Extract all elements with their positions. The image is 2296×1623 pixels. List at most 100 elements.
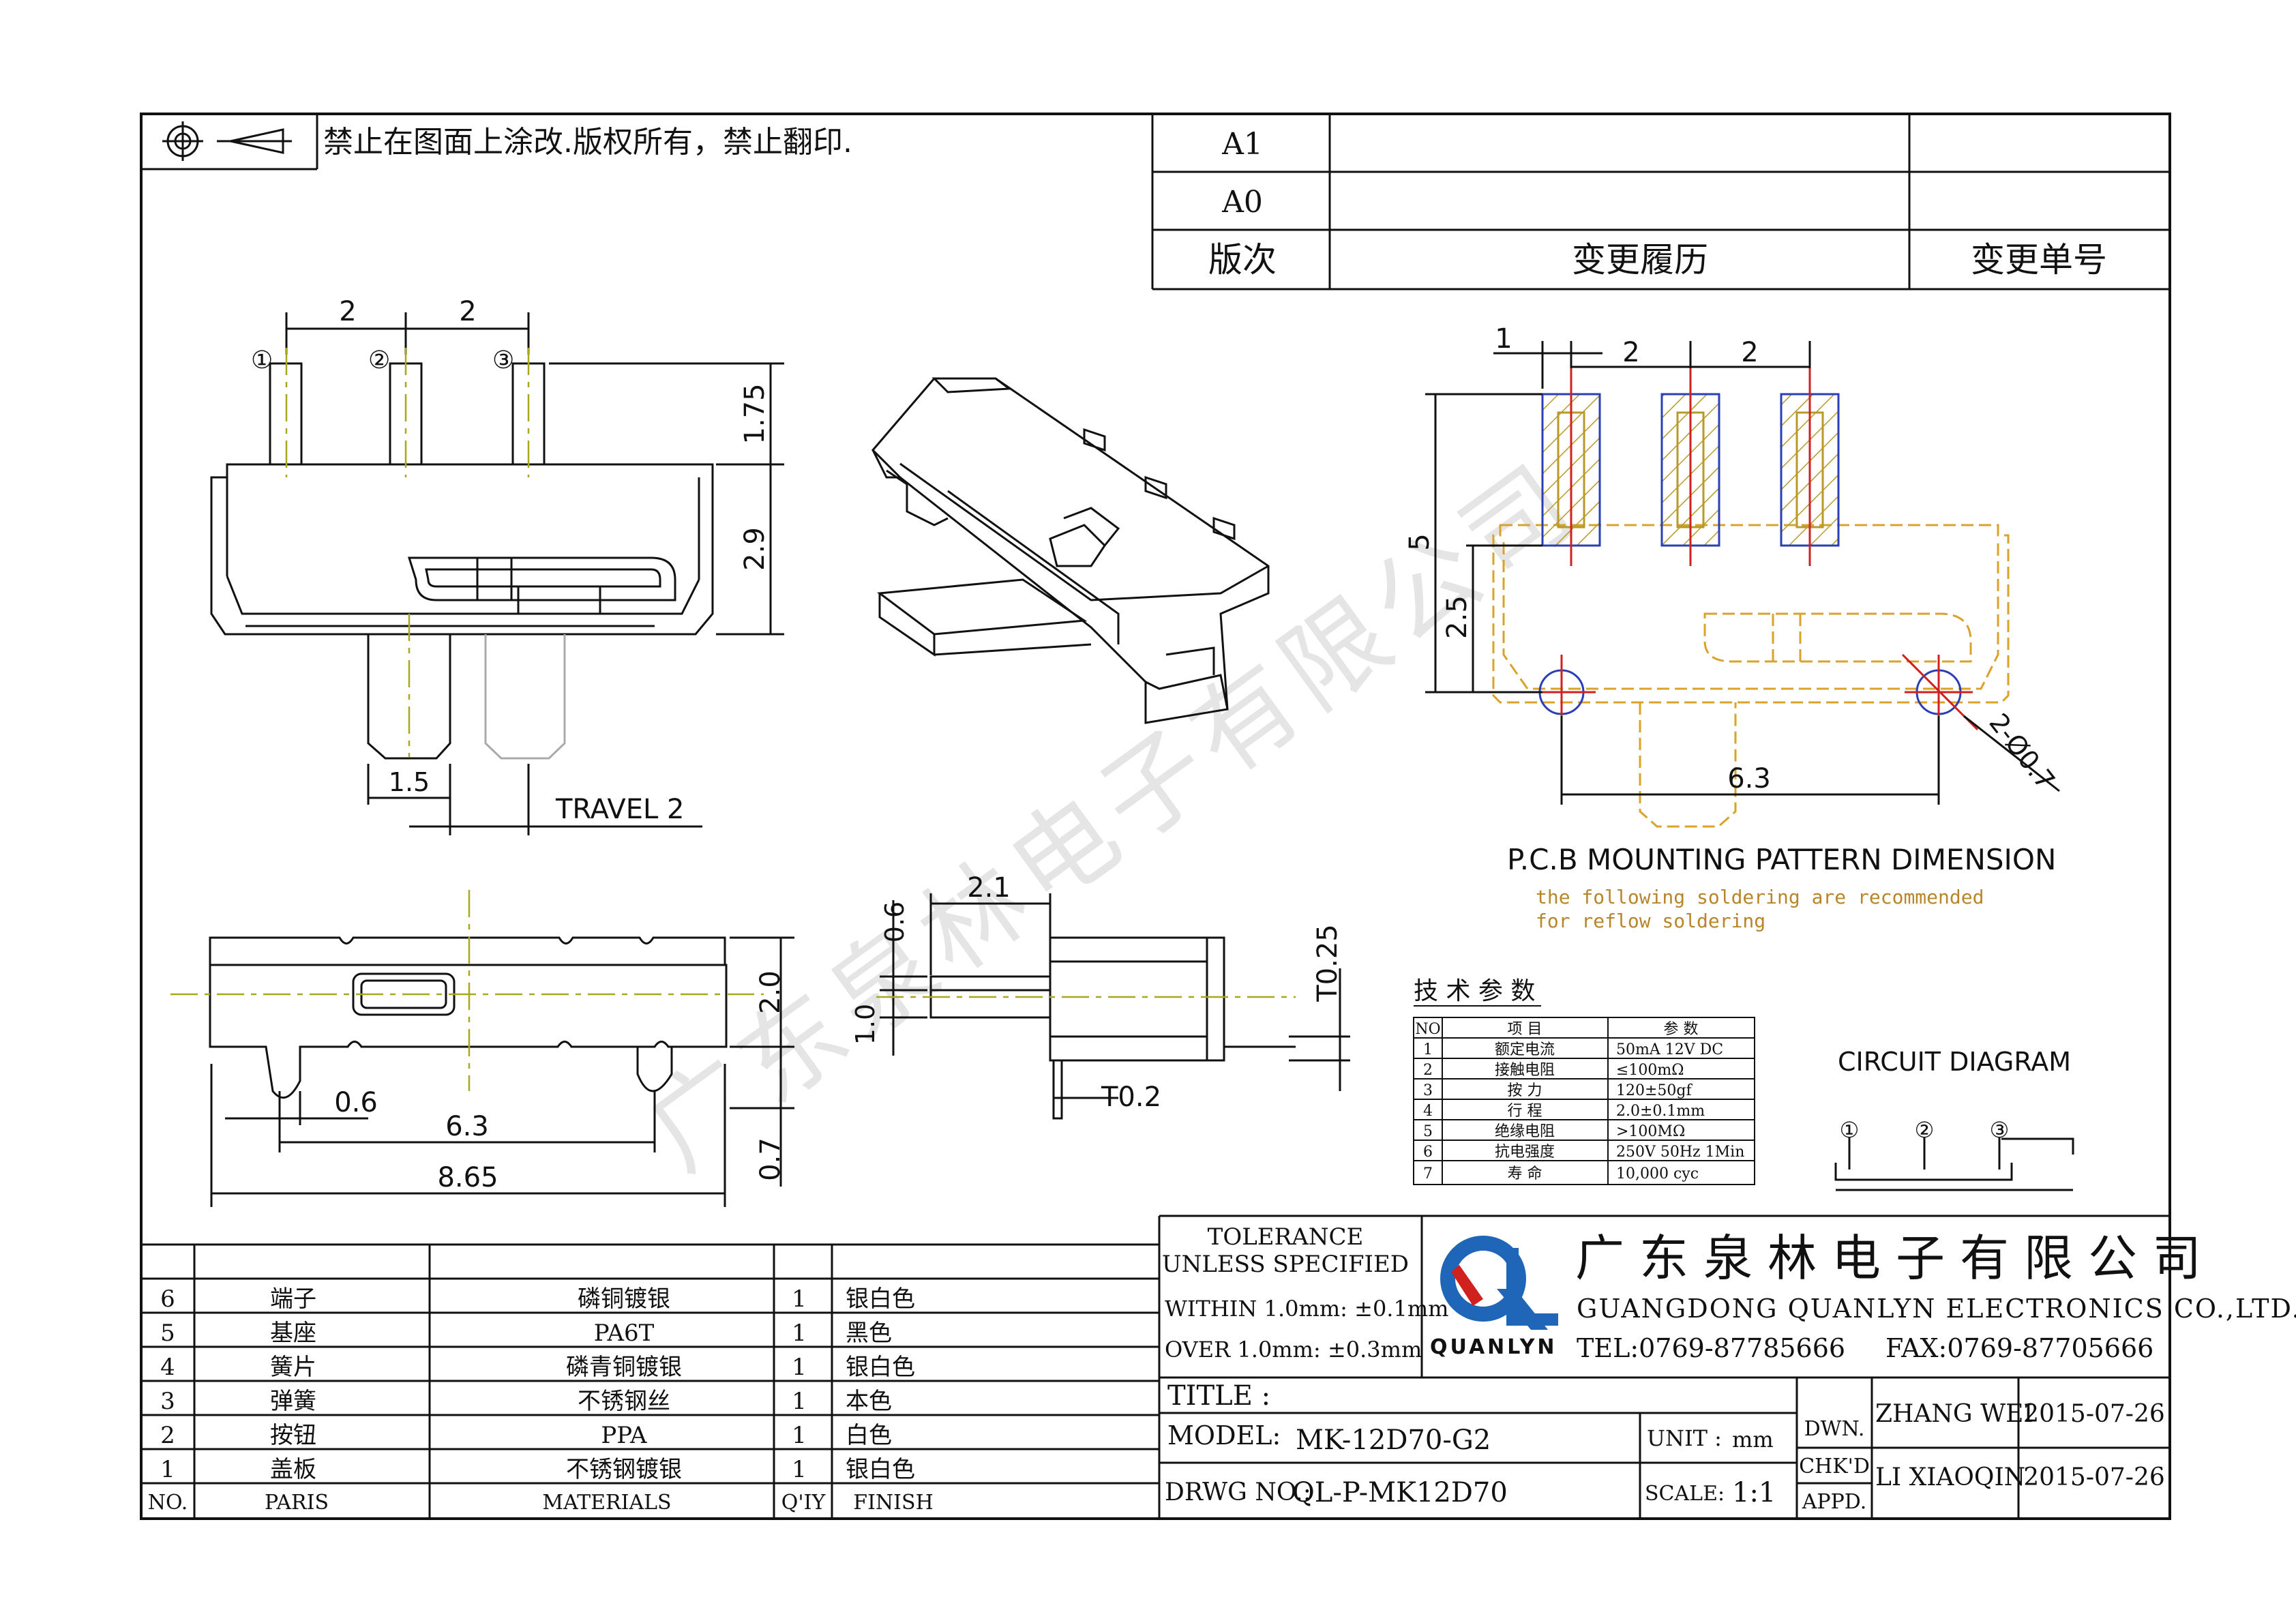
svg-text:MATERIALS: MATERIALS xyxy=(542,1491,671,1515)
revision-row-a0: A0 xyxy=(1221,185,1263,220)
svg-text:Q'IY: Q'IY xyxy=(781,1491,826,1515)
side-height-pin: 1.75 xyxy=(739,383,771,444)
tech-params-grid xyxy=(1413,1017,1755,1185)
revision-header-change-no: 变更单号 xyxy=(1971,240,2107,280)
company-tel: TEL:0769-87785666 xyxy=(1577,1333,1845,1363)
copyright-notice: 禁止在图面上涂改.版权所有，禁止翻印. xyxy=(323,125,852,160)
svg-text:PARIS: PARIS xyxy=(265,1491,329,1515)
tech-param-value: 2.0±0.1mm xyxy=(1616,1103,1705,1120)
part-finish: 银白色 xyxy=(846,1285,915,1313)
side-view-centerlines xyxy=(285,348,530,757)
part-material: PPA xyxy=(601,1422,647,1449)
part-no: 2 xyxy=(160,1422,175,1449)
svg-text:NO.: NO. xyxy=(148,1491,188,1515)
parts-table-grid xyxy=(141,1243,1159,1519)
bottom-foot: 0.7 xyxy=(755,1137,786,1181)
tech-param-value: 120±50gf xyxy=(1616,1082,1693,1099)
pcb-pitch-2: 2 xyxy=(1741,337,1758,368)
end-view xyxy=(880,893,1350,1120)
revision-row-a1: A1 xyxy=(1221,127,1263,162)
tech-params-rows: 1 额定电流 50mA 12V DC 2 接触电阻 ≤100mΩ 3 按 力 1… xyxy=(1423,1041,1744,1182)
part-qty: 1 xyxy=(792,1388,807,1415)
tech-param-item: 额定电流 xyxy=(1495,1041,1555,1058)
svg-text:参 数: 参 数 xyxy=(1664,1021,1699,1038)
tolerance-title-1: TOLERANCE xyxy=(1208,1223,1364,1251)
part-material: 不锈钢镀银 xyxy=(566,1456,682,1483)
part-name: 基座 xyxy=(270,1320,316,1347)
part-finish: 本色 xyxy=(846,1388,892,1415)
pcb-hole-size: 2-Ø0.7 xyxy=(1983,708,2061,795)
bottom-view-centerlines xyxy=(170,890,764,1091)
part-no: 1 xyxy=(160,1456,175,1483)
tech-param-item: 行 程 xyxy=(1508,1103,1542,1120)
part-name: 按钮 xyxy=(270,1422,316,1449)
part-no: 5 xyxy=(160,1320,175,1347)
sheet-border xyxy=(140,113,2171,1520)
model-value: MK-12D70-G2 xyxy=(1296,1425,1491,1456)
bottom-length: 8.65 xyxy=(437,1162,498,1193)
part-qty: 1 xyxy=(792,1456,807,1483)
tech-param-item: 绝缘电阻 xyxy=(1495,1123,1555,1140)
bottom-spacing: 6.3 xyxy=(445,1111,489,1142)
scale-label: SCALE: xyxy=(1645,1482,1725,1506)
pcb-note-line-2: for reflow soldering xyxy=(1536,910,1765,932)
pcb-holes xyxy=(1538,669,1962,715)
checked-label: CHK'D xyxy=(1799,1455,1870,1478)
pcb-outline xyxy=(1492,524,2010,828)
date-checked: 2015-07-26 xyxy=(2023,1463,2165,1491)
drawn-by: ZHANG WEI xyxy=(1875,1400,2033,1428)
svg-text:项 目: 项 目 xyxy=(1508,1021,1542,1038)
tech-param-value: ≤100mΩ xyxy=(1616,1062,1684,1079)
circuit-pin-2: ② xyxy=(1915,1117,1935,1143)
tech-param-no: 2 xyxy=(1423,1062,1433,1079)
travel-label: TRAVEL 2 xyxy=(555,794,685,825)
bottom-lead: 0.6 xyxy=(334,1087,378,1118)
tech-param-item: 寿 命 xyxy=(1508,1165,1542,1182)
bottom-height: 2.0 xyxy=(755,970,786,1014)
parts-table-header: NO. PARIS MATERIALS Q'IY FINISH xyxy=(148,1491,934,1515)
pcb-spacing: 6.3 xyxy=(1727,763,1771,794)
tech-param-value: 10,000 cyc xyxy=(1616,1165,1699,1182)
tech-param-no: 4 xyxy=(1423,1103,1433,1120)
part-no: 6 xyxy=(160,1285,175,1313)
part-finish: 黑色 xyxy=(846,1320,892,1347)
tech-params-title: 技 术 参 数 xyxy=(1414,977,1535,1005)
company-logo-text: QUANLYN xyxy=(1430,1335,1557,1359)
end-thickness-t2: T0.2 xyxy=(1101,1082,1161,1113)
tech-param-no: 1 xyxy=(1423,1041,1433,1058)
part-qty: 1 xyxy=(792,1422,807,1449)
tech-param-value: 250V 50Hz 1Min xyxy=(1616,1144,1744,1161)
part-material: 磷铜镀银 xyxy=(578,1285,670,1313)
drawing-no-value: QL-P-MK12D70 xyxy=(1292,1477,1508,1508)
side-actuator-width: 1.5 xyxy=(389,767,430,797)
side-pin-3-label: ③ xyxy=(492,346,514,374)
end-length: 2.1 xyxy=(967,872,1011,904)
side-pin-2-label: ② xyxy=(368,346,390,374)
tolerance-within: WITHIN 1.0mm: ±0.1mm xyxy=(1165,1296,1449,1322)
side-pitch-2: 2 xyxy=(459,296,476,327)
end-thickness-t1: T0.25 xyxy=(1312,924,1343,1002)
end-thickness-a: 0.6 xyxy=(880,902,910,942)
parts-table-rows: 6 端子 磷铜镀银 1 银白色 5 基座 PA6T 1 黑色 4 簧片 磷青铜镀… xyxy=(160,1285,915,1483)
side-height-body: 2.9 xyxy=(739,527,771,571)
part-name: 端子 xyxy=(270,1285,316,1313)
part-qty: 1 xyxy=(792,1320,807,1347)
unit-value: mm xyxy=(1732,1427,1774,1453)
tech-param-value: 50mA 12V DC xyxy=(1616,1041,1723,1058)
pcb-height-body: 2.5 xyxy=(1442,595,1473,639)
circuit-pin-3: ③ xyxy=(1990,1117,2010,1143)
part-no: 4 xyxy=(160,1354,175,1381)
title-block-grid xyxy=(1158,1215,2170,1519)
side-pin-1-label: ① xyxy=(251,346,273,374)
part-material: 磷青铜镀银 xyxy=(566,1354,682,1381)
part-finish: 银白色 xyxy=(846,1354,915,1381)
tech-param-no: 5 xyxy=(1423,1123,1433,1140)
tolerance-over: OVER 1.0mm: ±0.3mm xyxy=(1165,1337,1422,1363)
circuit-title: CIRCUIT DIAGRAM xyxy=(1838,1047,2071,1077)
side-pitch-1: 2 xyxy=(339,296,356,327)
drawn-label: DWN. xyxy=(1804,1417,1865,1441)
pcb-dimension-lines xyxy=(1425,341,2060,805)
pcb-offset: 1 xyxy=(1495,323,1512,355)
tech-param-value: >100MΩ xyxy=(1616,1123,1685,1140)
